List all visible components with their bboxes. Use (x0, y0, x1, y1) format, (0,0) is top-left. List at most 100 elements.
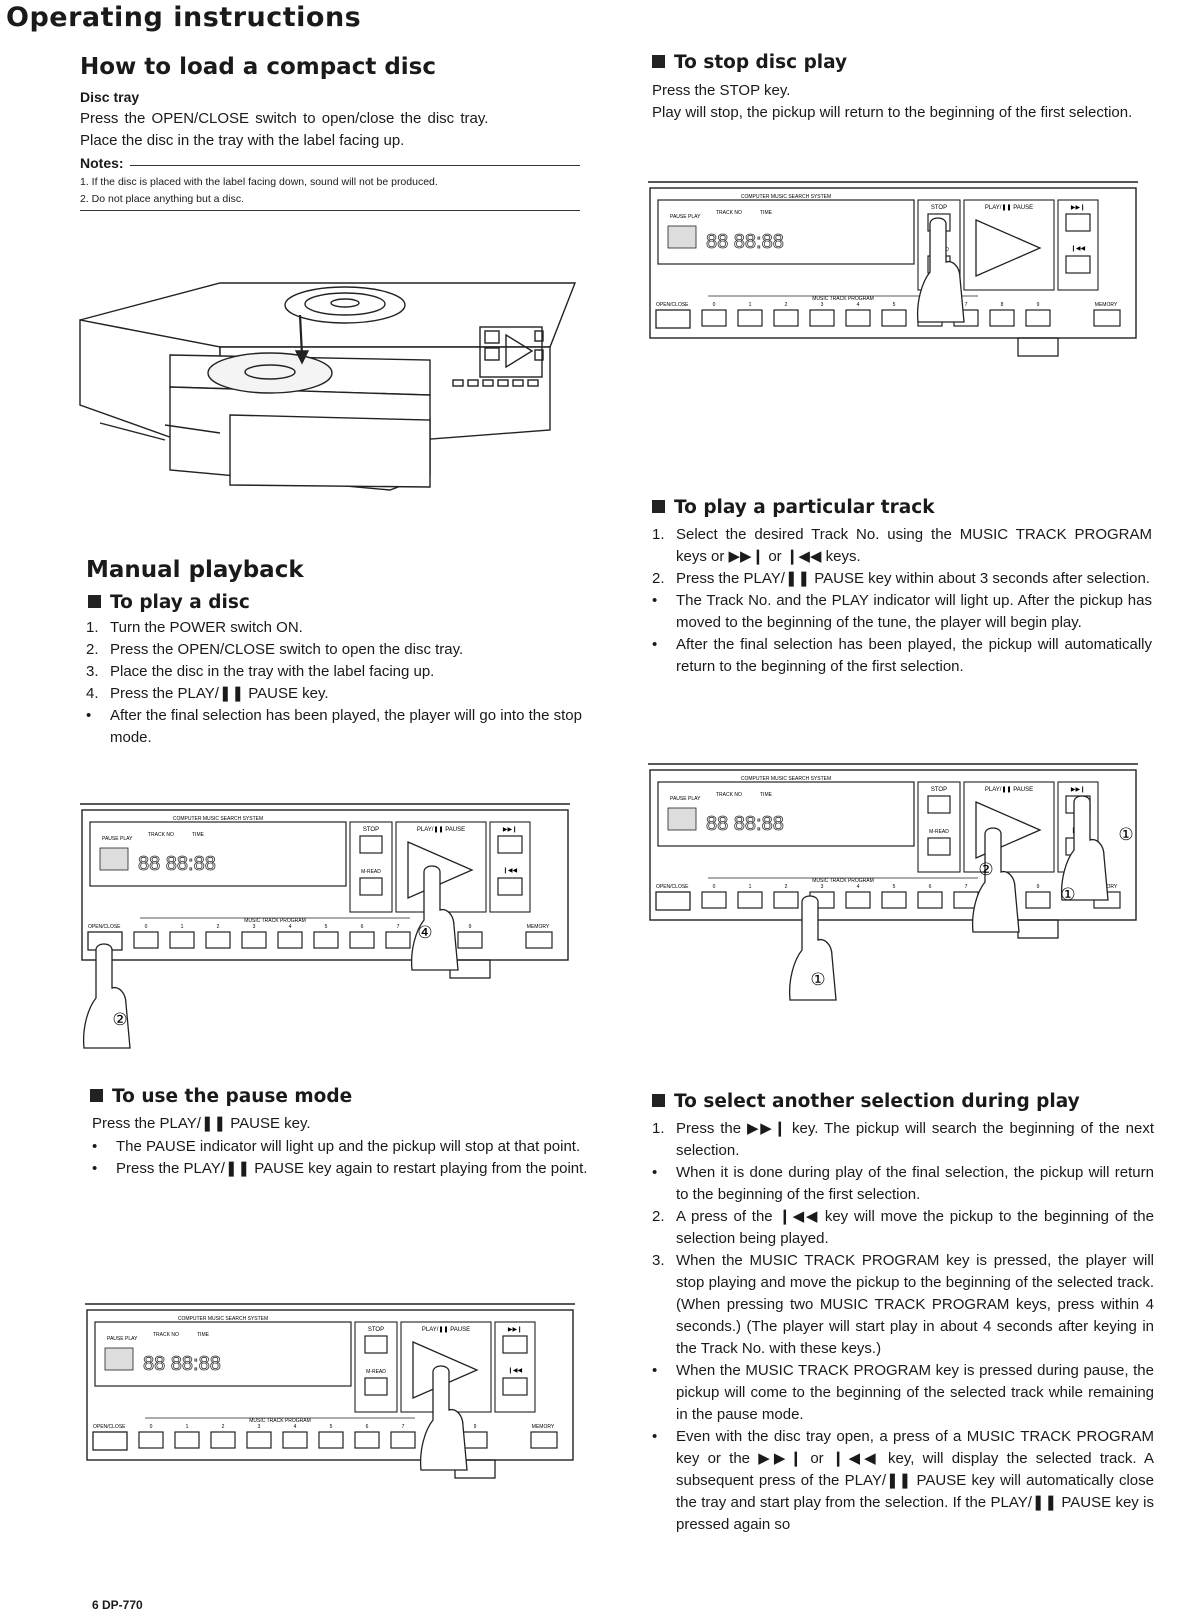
list-text: Even with the disc tray open, a press of… (676, 1428, 1154, 1533)
list-marker: 4. (86, 685, 99, 702)
number-key-label: 3 (258, 1424, 261, 1430)
hand-icon (410, 865, 459, 971)
prev-label: ❙◀◀ (1071, 245, 1086, 252)
indicator-lamps (104, 1347, 134, 1371)
play-indicator-label: PLAY (688, 796, 701, 802)
number-key-label: 0 (150, 1424, 153, 1430)
number-key-label: 1 (749, 302, 752, 308)
stop-label: STOP (931, 205, 947, 211)
program-label: MUSIC TRACK PROGRAM (812, 296, 874, 302)
prev-key (1065, 255, 1091, 274)
open-close-label: OPEN/CLOSE (656, 884, 689, 890)
number-key-label: 0 (713, 884, 716, 890)
page-footer: 6 DP-770 (92, 1598, 143, 1612)
number-key (845, 309, 871, 327)
memory-key (530, 1431, 558, 1449)
number-key (277, 931, 303, 949)
player-foot (1017, 919, 1059, 939)
next-key (502, 1335, 528, 1354)
number-key (457, 931, 483, 949)
number-key-label: 1 (186, 1424, 189, 1430)
step-callout: ① (1060, 885, 1075, 904)
list-marker: 3. (652, 1252, 665, 1269)
open-close-key (655, 891, 691, 911)
number-key (133, 931, 159, 949)
number-key-label: 2 (217, 924, 220, 930)
display-window (657, 781, 915, 847)
note-item: 2. Do not place anything but a disc. (80, 193, 245, 205)
number-key-label: 7 (402, 1424, 405, 1430)
number-key-label: 3 (253, 924, 256, 930)
step-callout: ④ (417, 923, 432, 942)
list-item: 3.When the MUSIC TRACK PROGRAM key is pr… (652, 1250, 1154, 1360)
number-key (881, 891, 907, 909)
list-item: 1.Select the desired Track No. using the… (652, 524, 1152, 568)
number-key (701, 309, 727, 327)
number-key-label: 9 (469, 924, 472, 930)
hand-icon (971, 827, 1020, 933)
list-item: 3.Place the disc in the tray with the la… (86, 661, 586, 683)
list-marker: • (652, 636, 658, 653)
hand-icon (82, 943, 131, 1049)
list-marker: • (652, 1428, 658, 1445)
list-marker: 2. (652, 1208, 665, 1225)
number-key (318, 1431, 344, 1449)
memory-key (1093, 309, 1121, 327)
number-key (1025, 309, 1051, 327)
number-key-label: 7 (965, 884, 968, 890)
pause-list: •The PAUSE indicator will light up and t… (92, 1136, 592, 1180)
program-label: MUSIC TRACK PROGRAM (812, 878, 874, 884)
number-key (989, 309, 1015, 327)
another-heading-text: To select another selection during play (674, 1091, 1080, 1112)
play-disc-list: 1.Turn the POWER switch ON. 2.Press the … (86, 617, 586, 749)
list-text: The PAUSE indicator will light up and th… (116, 1138, 581, 1155)
particular-list: 1.Select the desired Track No. using the… (652, 524, 1152, 678)
stop-column (917, 781, 961, 873)
list-item: • Even with the disc tray open, a press o… (652, 1426, 1154, 1536)
list-marker: 2. (86, 641, 99, 658)
stop-column (349, 821, 393, 913)
stop-key (359, 835, 383, 854)
stop-column (354, 1321, 398, 1413)
page-title: Operating instructions (6, 2, 362, 33)
list-item: •Press the PLAY/❚❚ PAUSE key again to re… (92, 1158, 592, 1180)
list-marker: 1. (652, 526, 665, 543)
list-item: 2.Press the PLAY/❚❚ PAUSE key within abo… (652, 568, 1152, 590)
skip-column (1057, 199, 1099, 291)
load-line: Place the disc in the tray with the labe… (80, 132, 405, 149)
list-item: 1.Press the ▶▶❙ key. The pickup will sea… (652, 1118, 1154, 1162)
list-text: The Track No. and the PLAY indicator wil… (676, 592, 1152, 631)
list-text: Turn the POWER switch ON. (110, 619, 303, 636)
list-item: • After the final selection has been play… (652, 634, 1152, 678)
play-key (975, 219, 1042, 277)
list-text: After the final selection has been playe… (676, 636, 1152, 675)
list-item: 1.Turn the POWER switch ON. (86, 617, 586, 639)
indicator-lamps (667, 225, 697, 249)
square-bullet-icon (652, 1094, 665, 1107)
number-key-label: 7 (397, 924, 400, 930)
next-key (497, 835, 523, 854)
another-list: 1.Press the ▶▶❙ key. The pickup will sea… (652, 1118, 1154, 1536)
pause-indicator-label: PAUSE (670, 796, 687, 802)
stop-key (927, 795, 951, 814)
track-no-label: TRACK NO (148, 832, 174, 838)
stop-label: STOP (931, 787, 947, 793)
number-key (462, 1431, 488, 1449)
number-key-label: 2 (785, 884, 788, 890)
number-key (349, 931, 375, 949)
number-key-label: 4 (294, 1424, 297, 1430)
next-label: ▶▶❙ (1071, 786, 1085, 793)
play-pause-label: PLAY/❚❚ PAUSE (422, 1326, 470, 1333)
square-bullet-icon (652, 500, 665, 513)
number-key (282, 1431, 308, 1449)
number-key (701, 891, 727, 909)
number-key (845, 891, 871, 909)
play-indicator-label: PLAY (688, 214, 701, 220)
play-key (975, 801, 1042, 859)
stop-label: STOP (368, 1327, 384, 1333)
mread-key (359, 877, 383, 896)
play-indicator-label: PLAY (125, 1336, 138, 1342)
load-paragraph: Press the OPEN/CLOSE switch to open/clos… (80, 108, 580, 152)
